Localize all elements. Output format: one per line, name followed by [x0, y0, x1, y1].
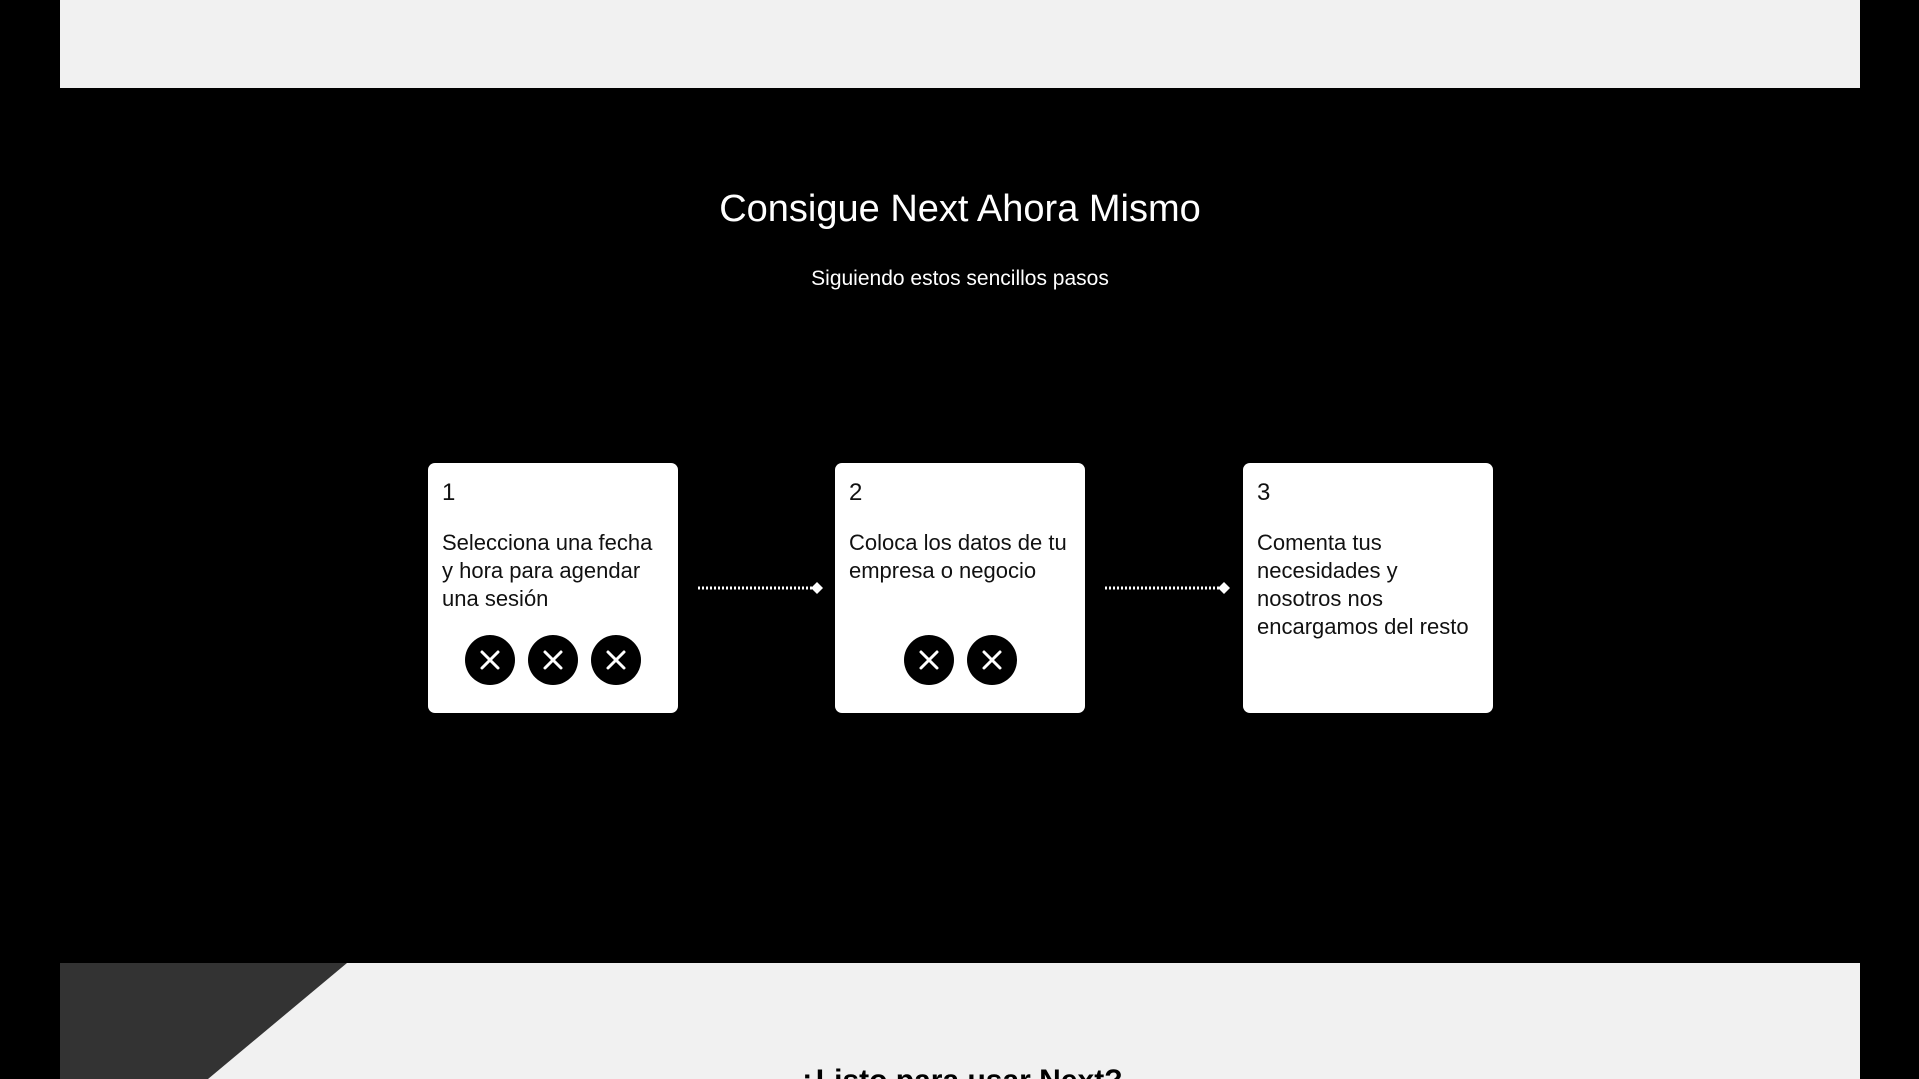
badge-row — [835, 635, 1085, 685]
dotted-arrow-diamond-icon — [1105, 582, 1230, 594]
close-icon — [903, 635, 954, 685]
step-number: 2 — [849, 479, 863, 506]
close-icon — [591, 635, 641, 685]
close-icon — [528, 635, 578, 685]
step-card-2: 2 Coloca los datos de tu empresa o negoc… — [835, 463, 1085, 713]
content-frame: Consigue Next Ahora Mismo Siguiendo esto… — [60, 0, 1860, 1079]
corner-decoration — [60, 963, 347, 1079]
section-title: Consigue Next Ahora Mismo — [719, 188, 1201, 230]
step-number: 3 — [1257, 479, 1271, 506]
cta-heading: ¿Listo para usar Next? — [60, 1063, 1860, 1079]
dotted-arrow-diamond-icon — [698, 582, 823, 594]
top-section — [60, 0, 1860, 88]
badge-row — [428, 635, 678, 685]
close-icon — [465, 635, 515, 685]
step-text: Selecciona una fecha y hora para agendar… — [442, 530, 653, 611]
section-subtitle: Siguiendo estos sencillos pasos — [811, 267, 1109, 290]
cta-section: ¿Listo para usar Next? — [60, 963, 1860, 1079]
step-card-3: 3 Comenta tus necesidades y nosotros nos… — [1243, 463, 1493, 713]
step-card-1: 1 Selecciona una fecha y hora para agend… — [428, 463, 678, 713]
step-text: Comenta tus necesidades y nosotros nos e… — [1257, 530, 1469, 639]
close-icon — [966, 635, 1017, 685]
step-text: Coloca los datos de tu empresa o negocio — [849, 530, 1067, 583]
step-number: 1 — [442, 479, 456, 506]
steps-section: Consigue Next Ahora Mismo Siguiendo esto… — [60, 88, 1860, 963]
